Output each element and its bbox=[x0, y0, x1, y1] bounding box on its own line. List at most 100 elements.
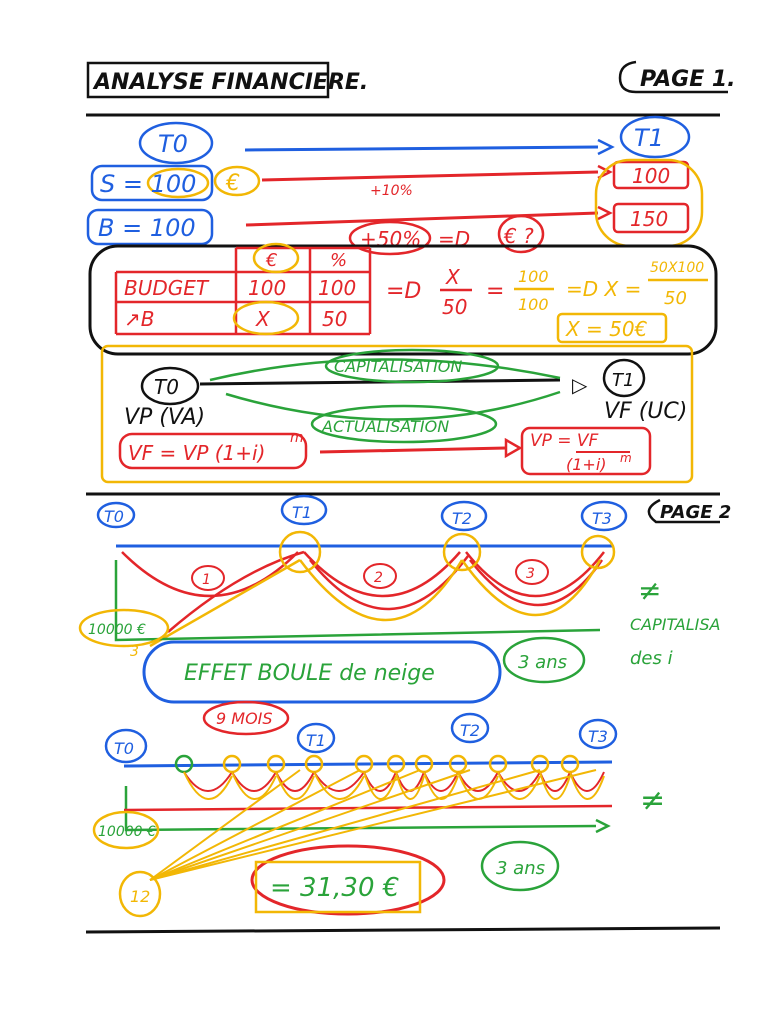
table-header-pct: % bbox=[330, 250, 347, 271]
x-circle bbox=[232, 300, 300, 336]
s-end-value: 100 bbox=[632, 164, 670, 188]
lw-amount-circle bbox=[92, 810, 160, 850]
cap-t1-circle bbox=[602, 358, 646, 398]
b-line bbox=[245, 211, 599, 227]
lw-t3-label: T3 bbox=[588, 727, 608, 746]
result-box bbox=[556, 312, 668, 344]
month-arc bbox=[183, 771, 233, 792]
b-equation: B = 100 bbox=[98, 214, 196, 242]
table-result: X = 50€ bbox=[565, 317, 648, 341]
month-yellow-arc bbox=[183, 771, 233, 800]
budget-table bbox=[114, 246, 372, 336]
p2-amount-circle bbox=[78, 608, 170, 648]
t1-circle bbox=[619, 115, 691, 159]
formula1-num: X bbox=[445, 265, 461, 289]
capital-section-box bbox=[100, 344, 694, 484]
s-line bbox=[261, 170, 599, 182]
month-yellow-arc bbox=[363, 771, 397, 800]
p2-n2: 2 bbox=[374, 570, 383, 586]
s-end-box bbox=[612, 160, 690, 190]
month-yellow-arc bbox=[569, 771, 605, 800]
lw-red-base bbox=[123, 804, 613, 812]
lw-t0-label: T0 bbox=[114, 739, 134, 758]
lw-t3-circle bbox=[578, 718, 618, 750]
lw-result-circle bbox=[250, 844, 446, 916]
p2-t3-label: T3 bbox=[592, 509, 612, 528]
p2-t1-circle bbox=[280, 494, 328, 526]
month-node bbox=[560, 754, 580, 774]
formula3-den: 50 bbox=[664, 288, 687, 309]
formula-eq: = bbox=[486, 279, 504, 304]
title-box bbox=[86, 61, 330, 99]
lw-t2-circle bbox=[450, 712, 490, 744]
page1-box bbox=[618, 60, 728, 94]
p2-t3-circle bbox=[580, 500, 628, 532]
vf-formula: VF = VP (1+i) bbox=[128, 441, 265, 465]
p2-node1-circle bbox=[278, 530, 322, 574]
lw-ans-circle bbox=[480, 840, 560, 892]
lw-green-arrow bbox=[595, 818, 611, 834]
p2-n3: 3 bbox=[526, 566, 535, 582]
mois-label: 9 MOIS bbox=[216, 709, 273, 728]
s-value-circle bbox=[146, 167, 210, 199]
lw-t2-label: T2 bbox=[460, 721, 480, 740]
table-r1-pct: 100 bbox=[318, 276, 356, 300]
table-header-euro: € bbox=[265, 250, 277, 271]
lw-result-box bbox=[254, 860, 422, 914]
lw-twelve-circle bbox=[118, 870, 162, 918]
cap-arrowhead: ▷ bbox=[572, 373, 588, 397]
lw-neq: ≠ bbox=[640, 783, 665, 818]
cap-arc bbox=[209, 358, 561, 382]
p2-capit: CAPITALISA bbox=[630, 615, 720, 634]
p2-node3-circle bbox=[580, 534, 616, 570]
vf-to-vp-arrow bbox=[504, 437, 523, 459]
formula-arrow-1: =D bbox=[386, 279, 421, 304]
b-arrow bbox=[597, 205, 613, 221]
page2-label: PAGE 2 bbox=[660, 502, 731, 523]
lw-green-base bbox=[124, 786, 597, 832]
month-yellow-arc bbox=[395, 771, 425, 800]
pct50-circle bbox=[348, 220, 432, 256]
month-yellow-arc bbox=[423, 771, 459, 800]
p2-ans-circle bbox=[502, 636, 586, 684]
vp-formula-num: VP = VF bbox=[530, 431, 599, 451]
actualisation-label: ACTUALISATION bbox=[321, 417, 449, 436]
p2-n3-circle bbox=[515, 559, 549, 585]
month-yellow-arc bbox=[231, 771, 277, 800]
t0-label: T0 bbox=[158, 130, 188, 158]
p2-n1-circle bbox=[191, 565, 225, 591]
month-yellow-arc bbox=[313, 771, 365, 800]
lw-amount: 10000 € bbox=[98, 824, 156, 840]
act-arc bbox=[225, 390, 561, 421]
t1-label: T1 bbox=[634, 124, 664, 152]
pct10-label: +10% bbox=[370, 183, 413, 199]
act-label-circle bbox=[310, 404, 498, 444]
cap-label-circle bbox=[324, 348, 500, 384]
timeline-top bbox=[244, 145, 599, 152]
month-arc bbox=[313, 771, 365, 792]
capitalisation-label: CAPITALISATION bbox=[334, 357, 462, 376]
t0-circle bbox=[138, 121, 214, 165]
b-end-value: 150 bbox=[630, 207, 668, 231]
month-yellow-arc bbox=[539, 771, 571, 800]
p2-n2-circle bbox=[363, 563, 397, 589]
page-title: ANALYSE FINANCIERE. bbox=[92, 70, 368, 95]
p2-t1-label: T1 bbox=[292, 503, 312, 522]
p2-ans: 3 ans bbox=[518, 652, 567, 673]
p2-t2-circle bbox=[440, 500, 488, 532]
mois-circle bbox=[202, 700, 290, 736]
formula-arrow-2: =D X = bbox=[566, 277, 641, 301]
vf-label: VF (UC) bbox=[604, 399, 687, 424]
page2-box bbox=[647, 498, 720, 524]
bottom-rule bbox=[85, 926, 721, 934]
page1-label: PAGE 1. bbox=[640, 67, 736, 92]
cap-t1-label: T1 bbox=[612, 370, 634, 391]
lw-t0-circle bbox=[104, 728, 148, 764]
s-box bbox=[90, 164, 214, 202]
vp-formula-box bbox=[520, 426, 652, 476]
p2-amount: 10000 € bbox=[88, 622, 146, 638]
euro-header-circle bbox=[252, 242, 300, 274]
p2-t0-circle bbox=[96, 501, 136, 529]
p2-green-base bbox=[114, 560, 601, 642]
